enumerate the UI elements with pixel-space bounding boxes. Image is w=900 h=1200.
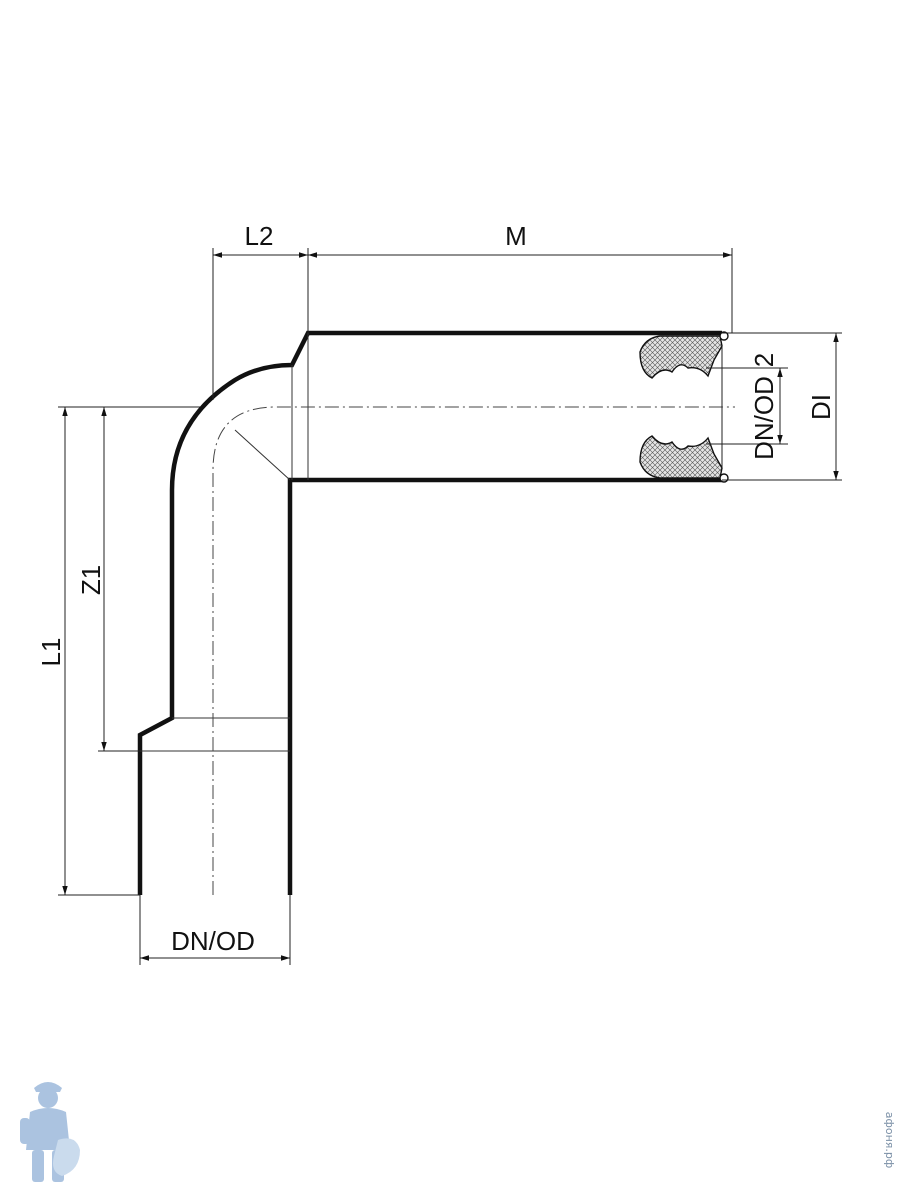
pipe-outer-contour [137,330,722,895]
site-watermark: афоня.рф [883,1112,896,1169]
pipe-inner-thin-lines [140,333,309,752]
pipe-body [137,330,722,895]
seal-lower [639,435,723,479]
seal-ring-bottom-dot [719,473,729,483]
label-di: DI [806,394,836,420]
mascot-logo [20,1082,80,1182]
dimension-lines [58,248,842,965]
label-two: 2 [749,353,779,367]
label-m: M [505,221,527,251]
bend-diagonal-line [234,429,291,481]
label-dn-od-bottom: DN/OD [171,926,255,956]
label-z1: Z1 [76,565,106,595]
label-l1: L1 [36,638,66,667]
seal-upper [639,335,723,379]
label-l2: L2 [245,221,274,251]
pipe-inner-contour [287,477,722,895]
seal-ring-top-dot [719,331,729,341]
label-dn-od-socket: DN/OD [749,376,779,460]
